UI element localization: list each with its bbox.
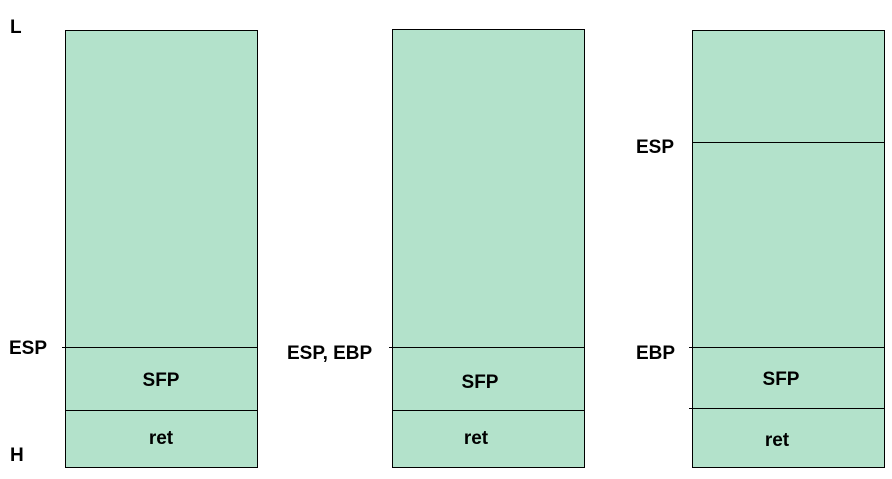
stack-1-sfp-ret-line: [65, 410, 258, 411]
stack-3-sfp-ret-line: [689, 408, 885, 409]
stack-1-ret-cell: ret: [148, 428, 174, 449]
stack-1-esp-line: [62, 347, 258, 348]
stack-frame-3: [692, 30, 885, 468]
stack-2-sfp-ret-line: [392, 410, 585, 411]
stack-3-sfp-cell: SFP: [762, 369, 800, 390]
stack-frame-1: [65, 30, 258, 468]
stack-3-ret-cell: ret: [764, 430, 790, 451]
stack-3-ebp-line: [689, 347, 885, 348]
stack-1-esp-label: ESP: [9, 338, 48, 359]
stack-1-sfp-cell: SFP: [142, 370, 180, 391]
stack-frame-2: [392, 29, 585, 468]
stack-3-esp-line: [692, 142, 885, 143]
low-address-label: L: [10, 17, 22, 38]
stack-3-esp-label: ESP: [636, 137, 675, 158]
stack-2-sfp-cell: SFP: [461, 372, 499, 393]
high-address-label: H: [10, 445, 24, 466]
stack-2-ret-cell: ret: [463, 428, 489, 449]
stack-2-esp-ebp-label: ESP, EBP: [287, 343, 373, 364]
stack-2-esp-ebp-line: [389, 347, 585, 348]
stack-3-ebp-label: EBP: [636, 343, 676, 364]
